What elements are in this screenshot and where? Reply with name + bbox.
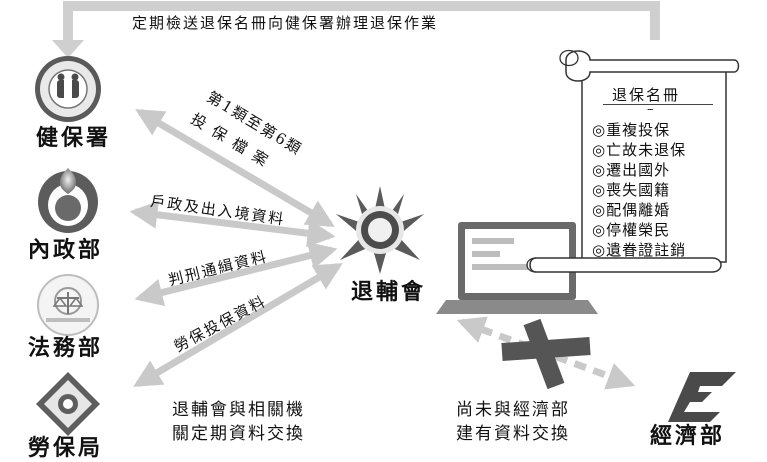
- vac-emblem: [336, 186, 424, 274]
- scroll-list: ◎重複投保 ◎亡故未退保 ◎遷出國外 ◎喪失國籍 ◎配偶離婚 ◎停權榮民 ◎遺眷…: [592, 120, 686, 260]
- caption-left-line2: 關定期資料交換: [172, 424, 305, 444]
- scroll-item: ◎停權榮民: [592, 221, 671, 239]
- caption-left-line1: 退輔會與相關機: [172, 400, 305, 420]
- top-note: 定期檢送退保名冊向健保署辦理退保作業: [132, 14, 439, 32]
- interior-emblem: [38, 168, 98, 233]
- caption-right-line2: 建有資料交換: [456, 424, 570, 444]
- justice-emblem: [37, 274, 99, 336]
- agency-name-labor: 勞保局: [28, 435, 104, 461]
- agency-name-vac: 退輔會: [351, 279, 427, 305]
- scroll-item: ◎喪失國籍: [592, 181, 671, 199]
- agency-name-interior: 內政部: [28, 237, 104, 263]
- withdrawal-scroll: [526, 49, 740, 273]
- scroll-dash: –: [647, 102, 654, 117]
- economy-logo: [668, 372, 736, 422]
- scroll-item: ◎重複投保: [592, 121, 671, 139]
- caption-right: 尚未與經濟部 建有資料交換: [456, 398, 570, 446]
- caption-left: 退輔會與相關機 關定期資料交換: [172, 398, 305, 446]
- data-arrows: [129, 108, 343, 388]
- agency-name-justice: 法務部: [28, 335, 104, 361]
- no-exchange-cross: [501, 318, 591, 390]
- top-return-line: [52, 1, 660, 58]
- laptop-icon: [436, 222, 598, 314]
- agency-name-nhia: 健保署: [36, 125, 112, 151]
- agency-name-economy: 經濟部: [650, 423, 726, 449]
- scroll-item: ◎亡故未退保: [592, 141, 687, 159]
- labor-emblem: [36, 372, 100, 436]
- scroll-title: 退保名冊: [612, 86, 681, 104]
- scroll-item: ◎遷出國外: [592, 161, 671, 179]
- nhia-seal: [35, 56, 101, 122]
- scroll-divider: [603, 104, 713, 105]
- scroll-item: ◎遺眷證註銷: [592, 241, 687, 259]
- scroll-item: ◎配偶離婚: [592, 201, 671, 219]
- caption-right-line1: 尚未與經濟部: [456, 400, 570, 420]
